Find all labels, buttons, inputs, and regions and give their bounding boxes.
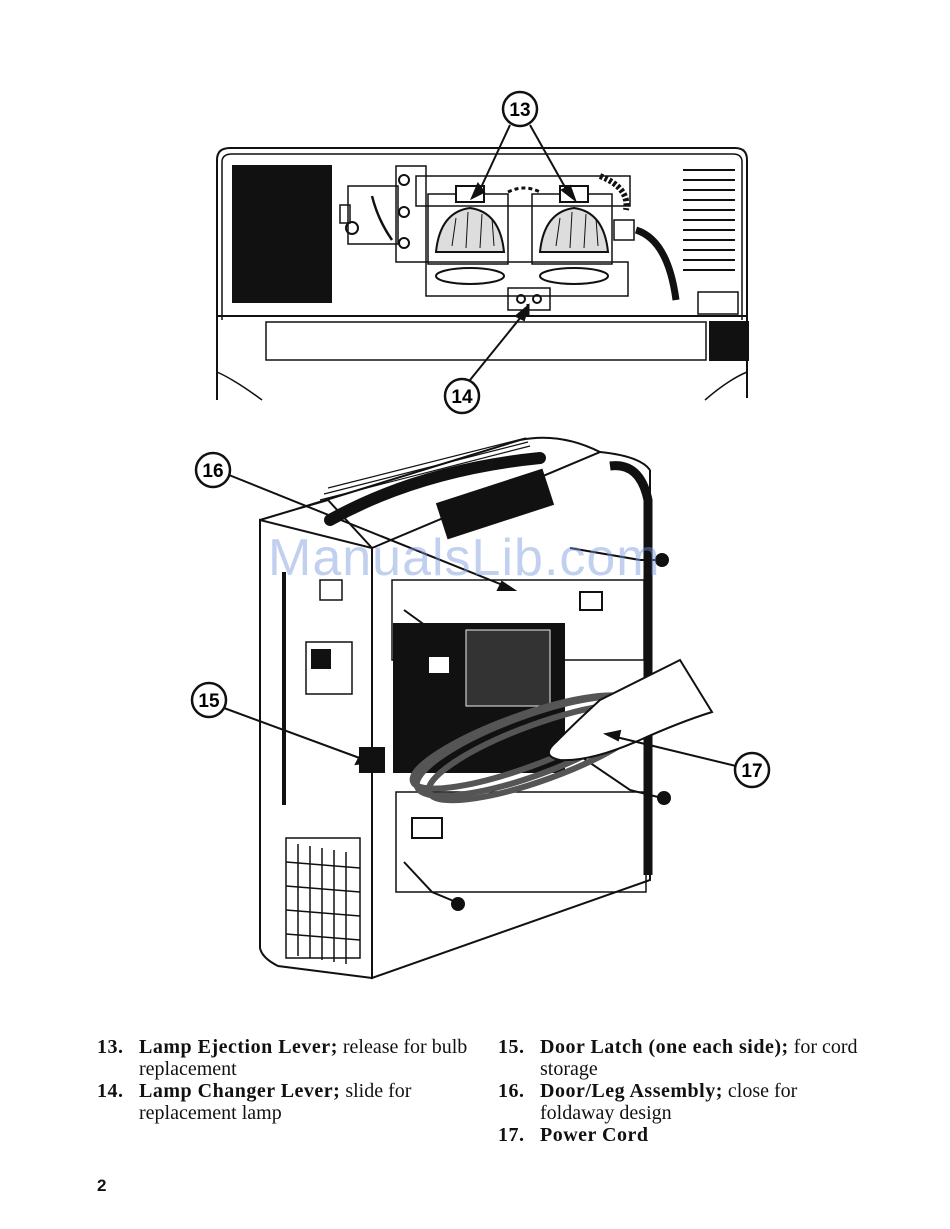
legend-term: Power Cord — [540, 1124, 649, 1146]
legend-number: 14. — [97, 1080, 139, 1124]
legend-number: 16. — [498, 1080, 540, 1124]
legend-text: Door Latch (one each side); for cord sto… — [540, 1036, 874, 1080]
legend-number: 15. — [498, 1036, 540, 1080]
legend-right-column: 15. Door Latch (one each side); for cord… — [498, 1036, 874, 1146]
callout-16-label: 16 — [202, 461, 223, 482]
callout-15-label: 15 — [198, 691, 220, 712]
callout-14-label: 14 — [451, 387, 473, 408]
legend-item: 14. Lamp Changer Lever; slide for replac… — [97, 1080, 472, 1124]
page-number: 2 — [97, 1176, 106, 1196]
callout-13-label: 13 — [509, 100, 530, 121]
legend-term: Lamp Ejection Lever; — [139, 1036, 338, 1058]
legend-number: 13. — [97, 1036, 139, 1080]
legend-item: 13. Lamp Ejection Lever; release for bul… — [97, 1036, 472, 1080]
legend-left-column: 13. Lamp Ejection Lever; release for bul… — [97, 1036, 472, 1124]
legend-text: Power Cord — [540, 1124, 874, 1146]
projector-body-drawing — [192, 438, 769, 978]
legend-item: 16. Door/Leg Assembly; close for foldawa… — [498, 1080, 874, 1124]
legend-term: Door/Leg Assembly; — [540, 1080, 723, 1102]
legend-term: Door Latch (one each side); — [540, 1036, 789, 1058]
legend-text: Lamp Ejection Lever; release for bulb re… — [139, 1036, 472, 1080]
legend-item: 17. Power Cord — [498, 1124, 874, 1146]
lamp-compartment-drawing — [217, 92, 748, 413]
legend-item: 15. Door Latch (one each side); for cord… — [498, 1036, 874, 1080]
legend-text: Lamp Changer Lever; slide for replacemen… — [139, 1080, 472, 1124]
legend-text: Door/Leg Assembly; close for foldaway de… — [540, 1080, 874, 1124]
legend-number: 17. — [498, 1124, 540, 1146]
legend-term: Lamp Changer Lever; — [139, 1080, 340, 1102]
watermark: ManualsLib.com — [268, 528, 661, 588]
callout-17-label: 17 — [741, 761, 762, 782]
